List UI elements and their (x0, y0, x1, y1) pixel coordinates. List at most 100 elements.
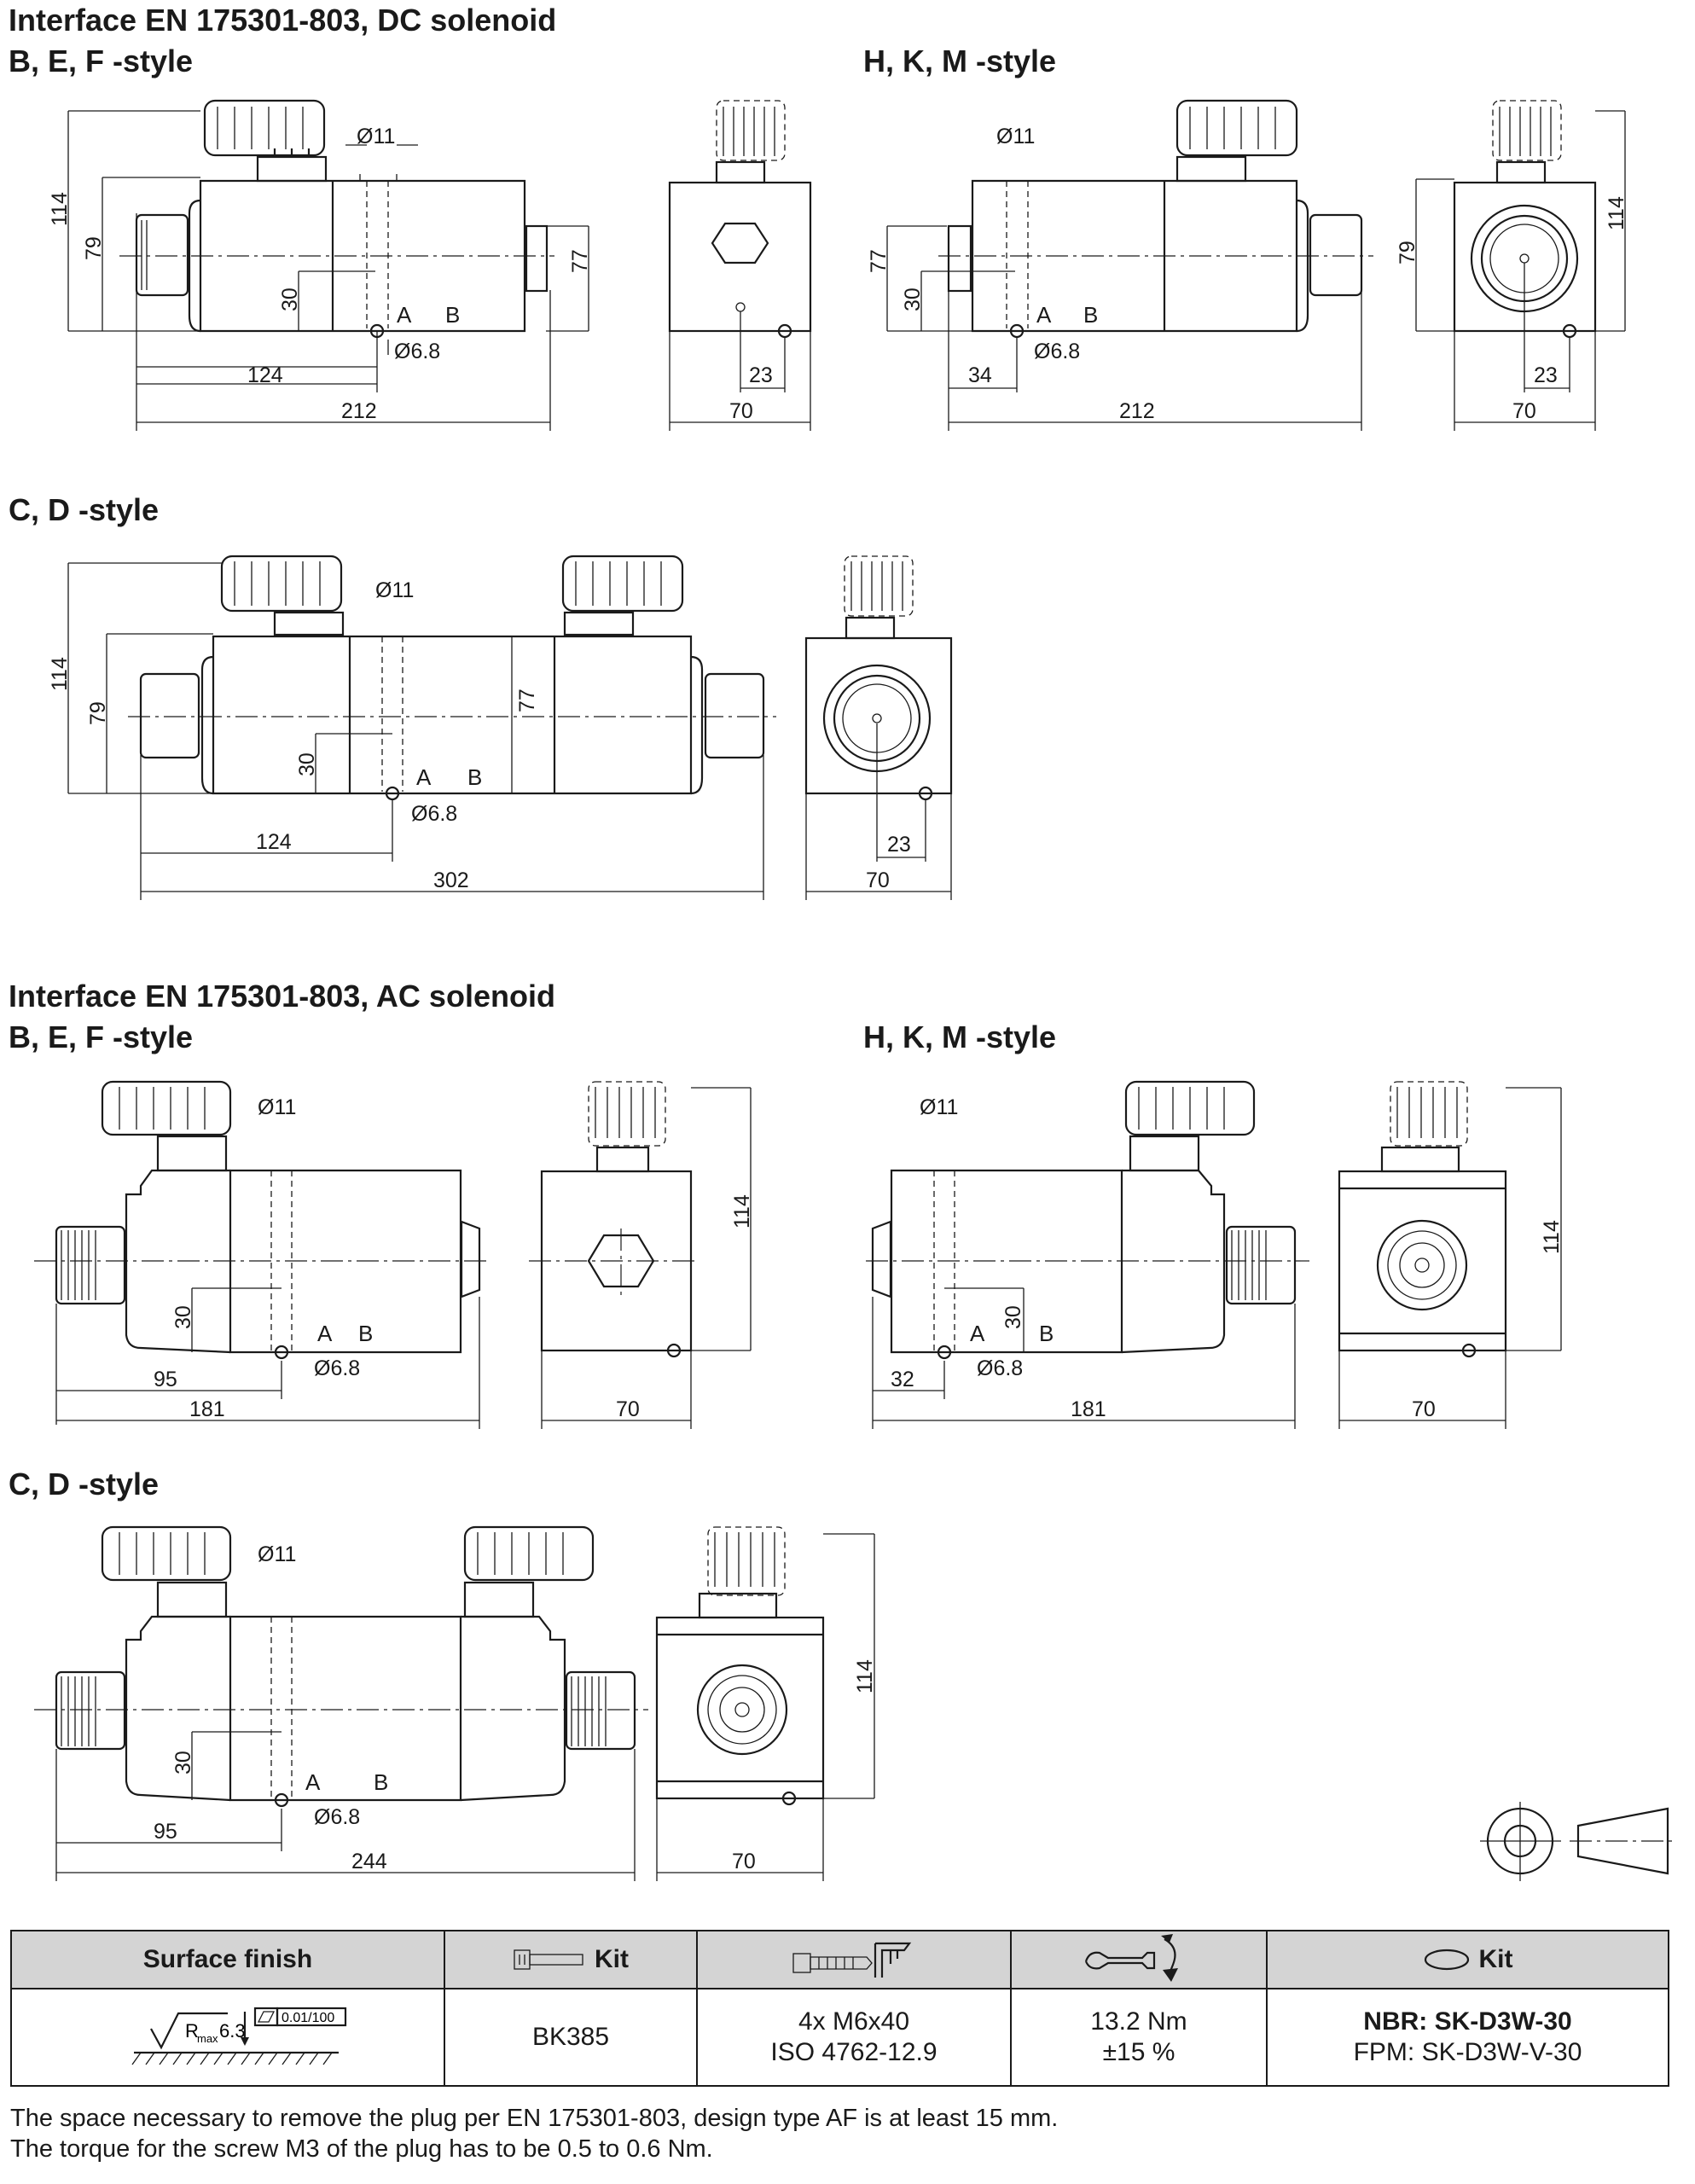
dc-cd-end-w23: 23 (887, 833, 911, 857)
dc-hkm-h77: 77 (867, 249, 891, 273)
ac-bef-port-b: B (358, 1321, 373, 1346)
dc-bef-h114: 114 (48, 192, 72, 226)
dc-hkm-port-b: B (1083, 302, 1098, 328)
ac-cd-label: C, D -style (9, 1467, 160, 1502)
dc-bef-h77: 77 (568, 249, 592, 273)
connector-plug-icon (561, 555, 684, 636)
ac-bef-port-a: A (317, 1321, 333, 1346)
dc-hkm-w212: 212 (1119, 399, 1155, 423)
header-bolt-kit-label: Kit (595, 1945, 629, 1973)
dc-bef-end-w23: 23 (749, 363, 773, 387)
ac-hkm-end-h114: 114 (1540, 1220, 1564, 1254)
dc-hkm-label: H, K, M -style (863, 44, 1057, 78)
dc-hkm-d11: Ø11 (996, 125, 1035, 148)
rmax-r: R (185, 2020, 199, 2042)
dc-cd-port-a: A (416, 764, 432, 790)
ac-hkm-end-drawing: 114 70 (1338, 1081, 1564, 1429)
dc-hkm-h30: 30 (901, 288, 925, 311)
ac-cd-d68: Ø6.8 (314, 1805, 360, 1829)
ac-bef-w95: 95 (154, 1368, 177, 1391)
dc-cd-h114: 114 (48, 657, 72, 691)
ac-cd-port-b: B (374, 1769, 388, 1795)
ac-bef-h30: 30 (171, 1305, 195, 1329)
screw-spec-line1: 4x M6x40 (798, 2007, 910, 2036)
header-surface-label: Surface finish (142, 1945, 313, 1973)
ac-bef-side-drawing: Ø11 A B Ø6.8 30 95 181 (34, 1080, 486, 1429)
ac-cd-w244: 244 (351, 1850, 387, 1873)
screw-with-caliper-icon (792, 1942, 912, 1978)
ac-hkm-side-drawing: Ø11 A B Ø6.8 30 32 181 (866, 1080, 1309, 1429)
header-screw-spec (698, 1931, 1012, 1988)
specs-table: Surface finish Kit (10, 1930, 1669, 2087)
seal-kit-nbr: NBR: SK-D3W-30 (1363, 2007, 1572, 2036)
dc-cd-w302: 302 (433, 868, 469, 892)
dc-hkm-end-h79: 79 (1396, 241, 1419, 264)
torque-value: 13.2 Nm ±15 % (1012, 1989, 1268, 2085)
dc-cd-h79: 79 (86, 701, 110, 725)
dc-bef-h79: 79 (82, 236, 106, 260)
ac-bef-d68: Ø6.8 (314, 1356, 360, 1380)
dc-bef-d68: Ø6.8 (394, 340, 440, 363)
flatness-value: 0.01/100 (282, 2011, 334, 2025)
header-torque (1012, 1931, 1268, 1988)
header-seal-kit-label: Kit (1478, 1945, 1513, 1973)
header-bolt-kit: Kit (445, 1931, 698, 1988)
dc-bef-end-drawing: 70 23 (668, 100, 812, 431)
dc-cd-h30: 30 (295, 752, 319, 776)
ac-hkm-label: H, K, M -style (863, 1019, 1057, 1054)
bolt-icon (514, 1949, 583, 1970)
dc-bef-side-drawing: Ø11 A B Ø6.8 114 79 30 77 124 212 (48, 99, 592, 431)
rmax-sub: max (197, 2032, 218, 2045)
connector-plug-icon (220, 555, 345, 636)
dc-hkm-w34: 34 (968, 363, 992, 387)
dc-hkm-end-w70: 70 (1512, 399, 1536, 423)
seal-kit-value: NBR: SK-D3W-30 FPM: SK-D3W-V-30 (1268, 1989, 1668, 2085)
dc-section-title: Interface EN 175301-803, DC solenoid (9, 3, 557, 38)
dc-cd-label: C, D -style (9, 492, 160, 527)
ac-bef-end-h114: 114 (730, 1194, 754, 1228)
ac-hkm-d68: Ø6.8 (977, 1356, 1023, 1380)
dc-hkm-side-drawing: Ø11 A B Ø6.8 77 30 34 212 (867, 99, 1373, 431)
ac-hkm-port-b: B (1039, 1321, 1054, 1346)
dc-bef-port-b: B (445, 302, 460, 328)
dc-cd-end-drawing: 70 23 (804, 555, 953, 900)
ac-cd-d11: Ø11 (258, 1542, 296, 1566)
surface-roughness-icon: R max 6.3 0.01/100 (131, 2007, 347, 2065)
ac-hkm-end-w70: 70 (1412, 1397, 1436, 1421)
surface-finish-symbol: R max 6.3 0.01/100 (12, 1989, 445, 2085)
note-plug-torque: The torque for the screw M3 of the plug … (10, 2135, 713, 2163)
o-ring-icon (1424, 1949, 1469, 1971)
dc-bef-end-w70: 70 (729, 399, 753, 423)
ac-bef-label: B, E, F -style (9, 1019, 194, 1054)
ac-hkm-d11: Ø11 (920, 1095, 958, 1119)
dc-hkm-end-drawing: 114 79 70 23 (1396, 100, 1628, 431)
bolt-kit-code: BK385 (531, 2023, 610, 2051)
ac-bef-end-drawing: 114 70 (529, 1081, 754, 1429)
ac-bef-end-w70: 70 (616, 1397, 640, 1421)
ac-section-title: Interface EN 175301-803, AC solenoid (9, 979, 555, 1014)
dc-cd-w124: 124 (256, 830, 292, 854)
ac-cd-end-w70: 70 (732, 1850, 756, 1873)
dc-bef-w124: 124 (247, 363, 283, 387)
dc-cd-port-b: B (467, 764, 482, 790)
dc-cd-d11: Ø11 (375, 578, 414, 602)
dc-bef-w212: 212 (341, 399, 377, 423)
ac-cd-end-drawing: 114 70 (655, 1526, 877, 1881)
connector-plug-icon (1175, 99, 1298, 183)
dc-bef-label: B, E, F -style (9, 44, 194, 78)
dc-bef-d11: Ø11 (357, 125, 395, 148)
ac-hkm-port-a: A (970, 1321, 985, 1346)
note-plug-space: The space necessary to remove the plug p… (10, 2105, 1059, 2132)
ac-cd-port-a: A (305, 1769, 321, 1795)
screw-spec-value: 4x M6x40 ISO 4762-12.9 (698, 1989, 1012, 2085)
ac-cd-w95: 95 (154, 1820, 177, 1844)
torque-line2: ±15 % (1102, 2038, 1175, 2066)
dc-bef-h30: 30 (278, 288, 302, 311)
ac-hkm-w181: 181 (1071, 1397, 1106, 1421)
dc-cd-side-drawing: Ø11 A B Ø6.8 114 79 30 77 124 302 (48, 555, 776, 900)
dc-hkm-d68: Ø6.8 (1034, 340, 1080, 363)
projection-symbol-icon (1480, 1802, 1676, 1881)
torque-wrench-icon (1084, 1934, 1178, 1982)
ac-cd-end-h114: 114 (853, 1659, 877, 1693)
dc-hkm-end-h114: 114 (1605, 196, 1628, 230)
